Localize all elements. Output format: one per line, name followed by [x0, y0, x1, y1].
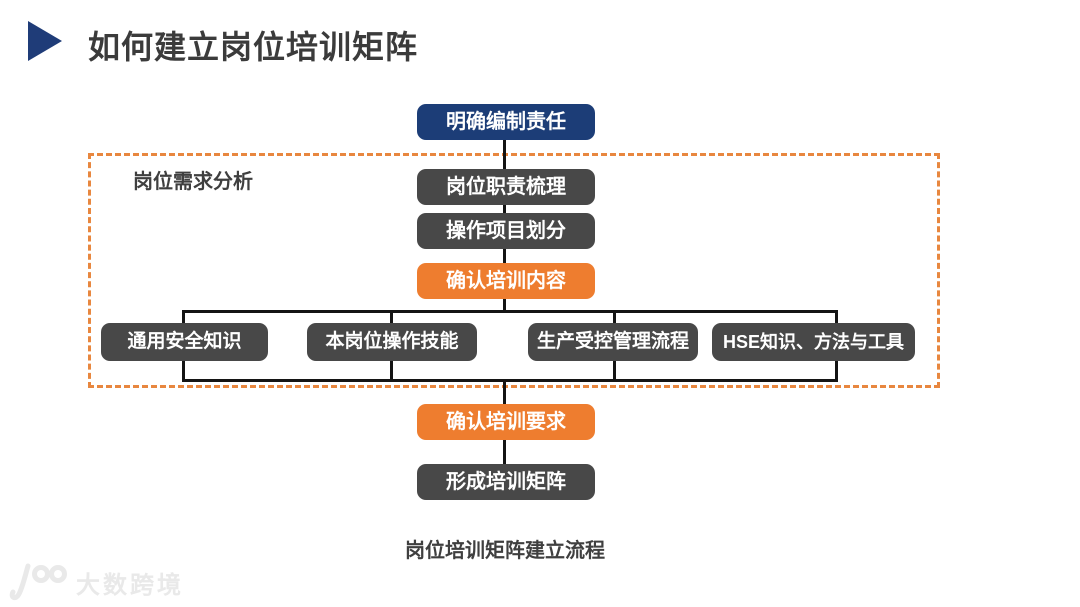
flow-node-clarify-responsibility: 明确编制责任: [417, 104, 595, 140]
connector-merge-rail: [183, 379, 838, 382]
demand-analysis-group-label: 岗位需求分析: [133, 171, 253, 193]
flow-node-confirm-training-content: 确认培训内容: [417, 263, 595, 299]
flow-node-form-training-matrix: 形成培训矩阵: [417, 464, 595, 500]
connector-content-split: [503, 298, 506, 312]
flow-node-job-duty-sorting: 岗位职责梳理: [417, 169, 595, 205]
flow-node-hse-knowledge-methods-tools: HSE知识、方法与工具: [712, 323, 915, 361]
title-triangle-icon: [28, 21, 62, 61]
flow-node-confirm-training-requirements: 确认培训要求: [417, 404, 595, 440]
flow-node-general-safety-knowledge: 通用安全知识: [101, 323, 268, 361]
flow-node-production-control-process: 生产受控管理流程: [528, 323, 698, 361]
connector-step1-step2: [503, 204, 506, 214]
watermark-text: 大数跨境: [76, 571, 184, 599]
connector-requirements-end: [503, 439, 506, 465]
flow-node-post-operation-skills: 本岗位操作技能: [307, 323, 477, 361]
page-title: 如何建立岗位培训矩阵: [88, 29, 419, 65]
connector-start-step1: [503, 139, 506, 170]
connector-merge-requirements: [503, 380, 506, 405]
diagram-caption: 岗位培训矩阵建立流程: [405, 540, 605, 562]
watermark: 大数跨境: [8, 562, 184, 602]
connector-split-rail: [183, 310, 838, 313]
connector-step2-content: [503, 248, 506, 264]
demand-analysis-group-border: [88, 153, 940, 388]
flow-node-operation-item-division: 操作项目划分: [417, 213, 595, 249]
watermark-logo-icon: [9, 563, 67, 601]
